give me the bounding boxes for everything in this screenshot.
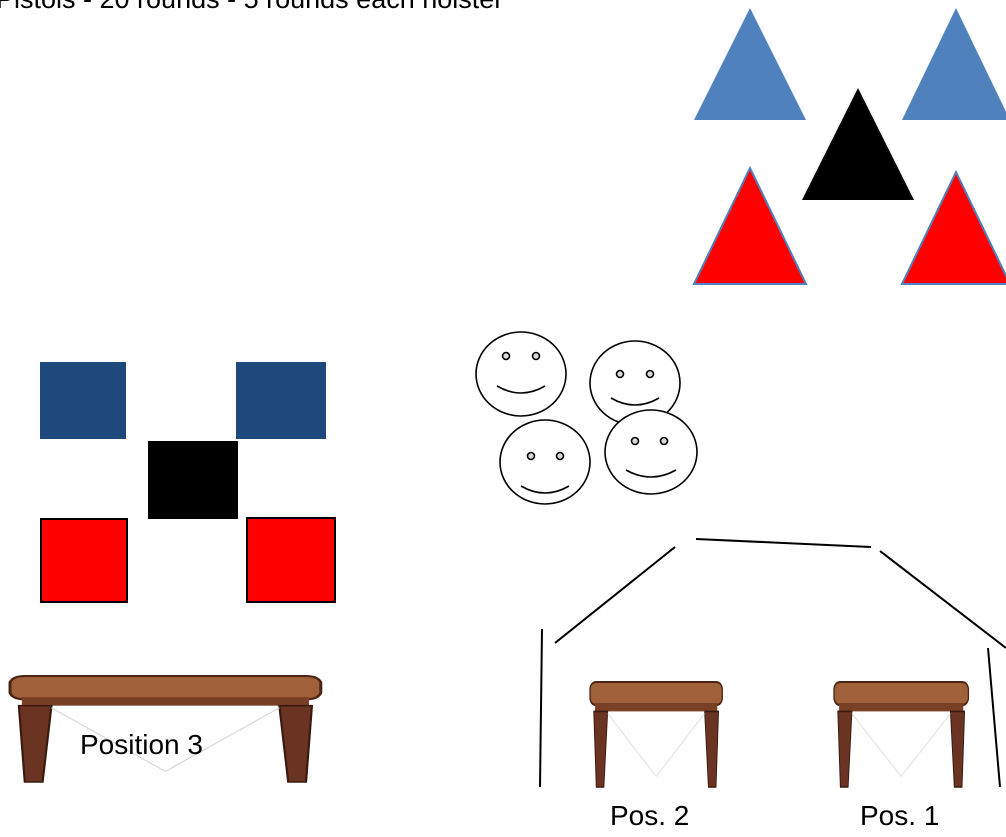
square-target-icon xyxy=(148,441,238,519)
table-icon xyxy=(588,680,724,789)
triangle-targets xyxy=(692,8,1006,285)
course-description: Pistols - 20 rounds - 5 rounds each hols… xyxy=(0,0,503,15)
square-target-icon xyxy=(246,517,336,603)
smiley-face-icon xyxy=(499,419,591,505)
triangle-target-icon xyxy=(692,165,808,285)
square-target-icon xyxy=(236,362,326,439)
triangle-target-icon xyxy=(694,8,806,120)
square-target-icon xyxy=(40,362,126,439)
triangle-target-icon xyxy=(802,88,914,200)
triangle-target-icon xyxy=(900,169,1006,285)
square-target-icon xyxy=(40,518,128,603)
smiley-face-icon xyxy=(475,331,567,417)
pos-1-label: Pos. 1 xyxy=(860,800,940,831)
wall-lines xyxy=(539,538,1006,788)
smiley-faces xyxy=(475,331,698,505)
position-3-label: Position 3 xyxy=(80,729,203,760)
square-targets xyxy=(40,362,336,603)
triangle-target-icon xyxy=(902,8,1006,120)
smiley-face-icon xyxy=(604,409,698,495)
table-icon xyxy=(832,680,970,789)
pos-2-label: Pos. 2 xyxy=(610,800,690,831)
